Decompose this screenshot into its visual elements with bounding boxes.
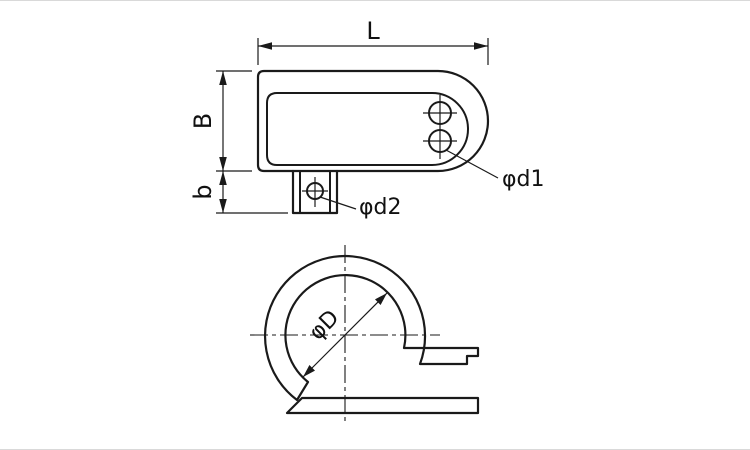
clamp-body-outline [256, 69, 490, 173]
diameter-arrow-upper [375, 293, 387, 305]
dimension-tab-height-b: b [189, 171, 288, 214]
clamp-bottom-strap [285, 396, 480, 415]
dimension-arrow-top [219, 71, 227, 85]
label-inner-diameter-D: φD [304, 305, 344, 345]
diameter-line [302, 292, 388, 378]
clamp-front-view: φD [250, 245, 480, 425]
label-length-L: L [366, 17, 380, 45]
dimension-height-B: B [189, 70, 252, 172]
label-hole-d1: φd1 [502, 167, 544, 192]
dimension-arrow-right [474, 42, 488, 50]
leader-line-d1 [445, 149, 499, 179]
dimension-arrow-top [219, 171, 227, 185]
clamp-top-face [266, 92, 469, 166]
dimension-length-L: L [257, 17, 489, 65]
clamp-ring-outline [263, 254, 480, 402]
leader-line-d2 [319, 196, 357, 210]
tab-outline [291, 169, 339, 215]
label-height-B: B [189, 113, 217, 129]
clamp-top-view: φd1 φd2 L [189, 17, 544, 220]
dimension-arrow-bottom [219, 157, 227, 171]
label-tab-height-b: b [189, 184, 217, 199]
diameter-arrow-lower [303, 365, 315, 377]
label-hole-d2: φd2 [359, 195, 401, 220]
dimension-arrow-left [258, 42, 272, 50]
dimension-arrow-bottom [219, 199, 227, 213]
